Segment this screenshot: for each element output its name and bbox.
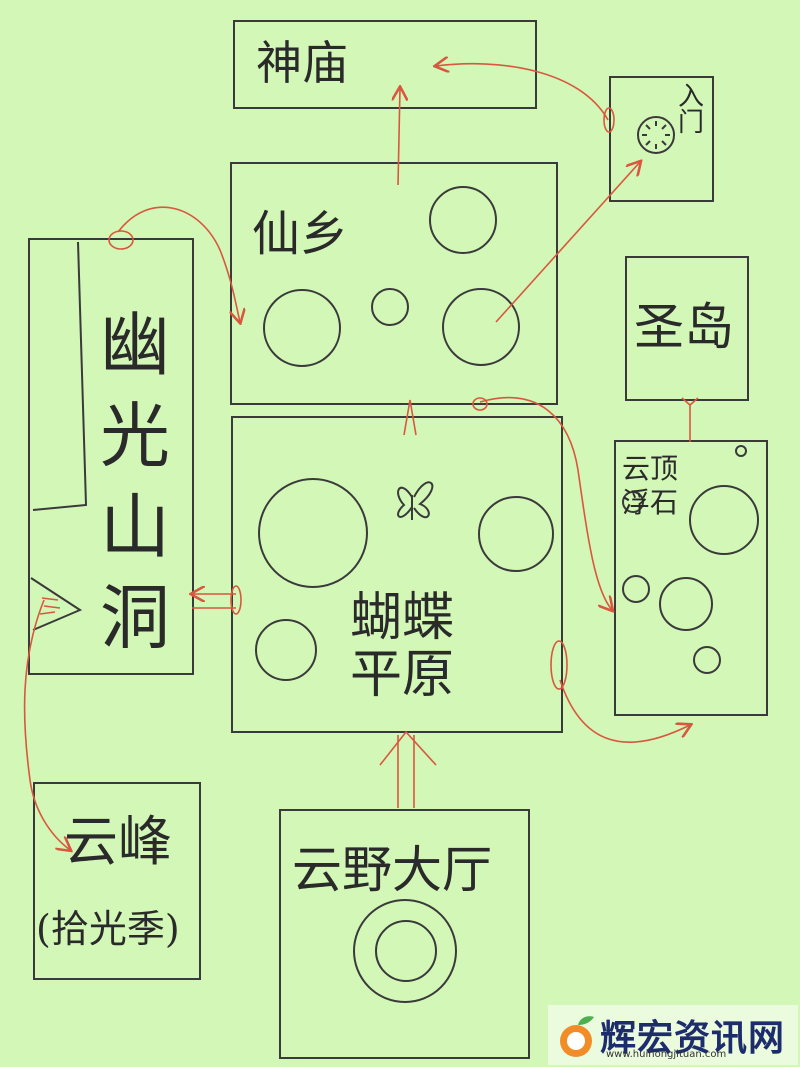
connector-dot: [472, 397, 488, 411]
circle: [478, 496, 554, 572]
circle: [258, 478, 368, 588]
circle: [371, 288, 409, 326]
box-shenmiao: [233, 20, 537, 109]
arrow-head: [379, 730, 437, 766]
label-yunfeng-sub: (拾光季): [36, 907, 180, 951]
label-hudie: 蝴蝶平原: [350, 588, 455, 706]
label-youguang: 幽光山洞: [100, 304, 170, 659]
arrow-youguang-xianxiang: [117, 206, 240, 322]
label-yunding: 云顶浮石: [622, 452, 679, 519]
circle: [622, 575, 650, 603]
orange-logo-icon: [560, 1016, 594, 1057]
circle: [735, 445, 747, 457]
connector-dot: [230, 585, 242, 615]
box-shengdao: [625, 256, 749, 401]
gear-teeth: [642, 121, 670, 149]
box-xianxiang: [230, 162, 558, 405]
box-yunding: [614, 440, 768, 716]
circle: [429, 186, 497, 254]
watermark: 辉宏资讯网 www.huihongjituan.com: [548, 1005, 798, 1065]
circle: [375, 920, 437, 982]
cave-wall: [32, 241, 88, 511]
arrow-hudie-xianxiang: [403, 399, 417, 436]
arrow-youguang-yunfeng: [23, 599, 70, 850]
circle: [442, 288, 520, 366]
watermark-title: 辉宏资讯网: [600, 1018, 786, 1059]
cave-triangle: [30, 577, 83, 631]
circle: [255, 619, 317, 681]
arrow-hudie-yunding: [479, 396, 612, 610]
label-shenmiao: 神庙: [256, 36, 348, 90]
label-rumen: 入门: [678, 82, 705, 138]
label-xianxiang: 仙乡: [252, 206, 349, 262]
circle: [693, 646, 721, 674]
label-yunye: 云野大厅: [292, 841, 492, 899]
arrow-rumen-shenmiao: [436, 64, 609, 121]
box-hudie: [231, 416, 563, 733]
gear-icon: [637, 116, 675, 154]
label-shengdao: 圣岛: [634, 298, 734, 356]
watermark-url: www.huihongjituan.com: [606, 1049, 727, 1060]
circle: [659, 577, 713, 631]
connector-dot: [550, 640, 568, 690]
box-yunye: [279, 809, 530, 1059]
box-yunfeng: [33, 782, 201, 980]
butterfly-icon: [397, 481, 434, 520]
arrow-xianxiang-rumen: [495, 162, 640, 323]
arrow-hudie-yunding-lower: [559, 679, 690, 743]
connector-dot: [603, 107, 615, 133]
circle: [263, 289, 341, 367]
label-yunfeng: 云峰: [64, 810, 172, 873]
circle: [622, 491, 644, 513]
circle: [689, 485, 759, 555]
circle: [353, 899, 457, 1003]
cave-mark: [39, 597, 61, 615]
arrow-xianxiang-shenmiao: [398, 88, 400, 186]
box-rumen: [609, 76, 714, 202]
box-youguang: [28, 238, 194, 675]
connector-dot: [108, 230, 134, 250]
